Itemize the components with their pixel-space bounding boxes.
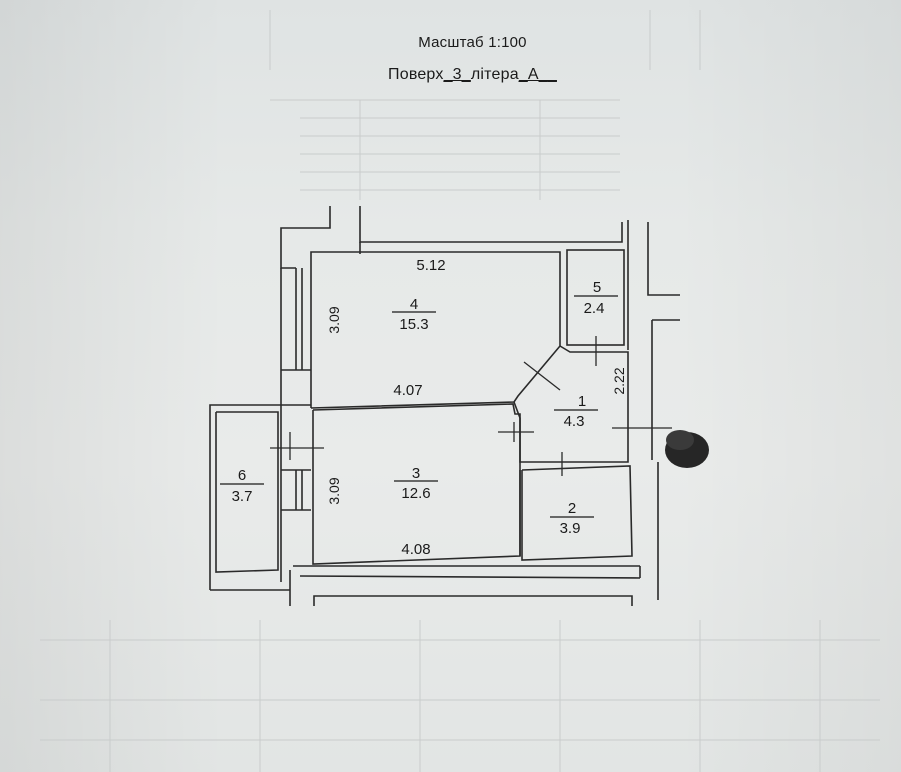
background-form-lines (40, 10, 880, 772)
dim-room4-left: 3.09 (326, 306, 342, 333)
floor-value: _3_ (443, 66, 471, 83)
door-markers (270, 336, 672, 476)
dim-room4-top: 5.12 (416, 257, 445, 274)
entrance-mark (665, 430, 709, 468)
room-1-area: 4.3 (564, 413, 585, 430)
fraction-lines (220, 295, 618, 518)
dim-room4-bottom: 4.07 (393, 382, 422, 399)
floor-line: Поверх_3_літера_А__ (22, 66, 901, 84)
dim-room3-bottom: 4.08 (401, 541, 430, 558)
room-1-number: 1 (578, 393, 586, 410)
scale-label: Масштаб 1:100 (418, 34, 527, 51)
room-3-area: 12.6 (401, 485, 430, 502)
room-6-area: 3.7 (232, 488, 253, 505)
room-2-number: 2 (568, 500, 576, 517)
litera-value: _А__ (518, 66, 557, 83)
room-6-number: 6 (238, 467, 246, 484)
walls (209, 206, 680, 606)
dim-room1-right: 2.22 (611, 367, 627, 394)
room-5-number: 5 (593, 279, 601, 296)
room-2-area: 3.9 (560, 520, 581, 537)
dim-room3-left: 3.09 (326, 477, 342, 504)
room-3-number: 3 (412, 465, 420, 482)
room-4-area: 15.3 (399, 316, 428, 333)
litera-prefix: літера (470, 66, 519, 83)
room-5-area: 2.4 (584, 300, 605, 317)
floor-prefix: Поверх (388, 66, 444, 83)
room-4-number: 4 (410, 296, 418, 313)
